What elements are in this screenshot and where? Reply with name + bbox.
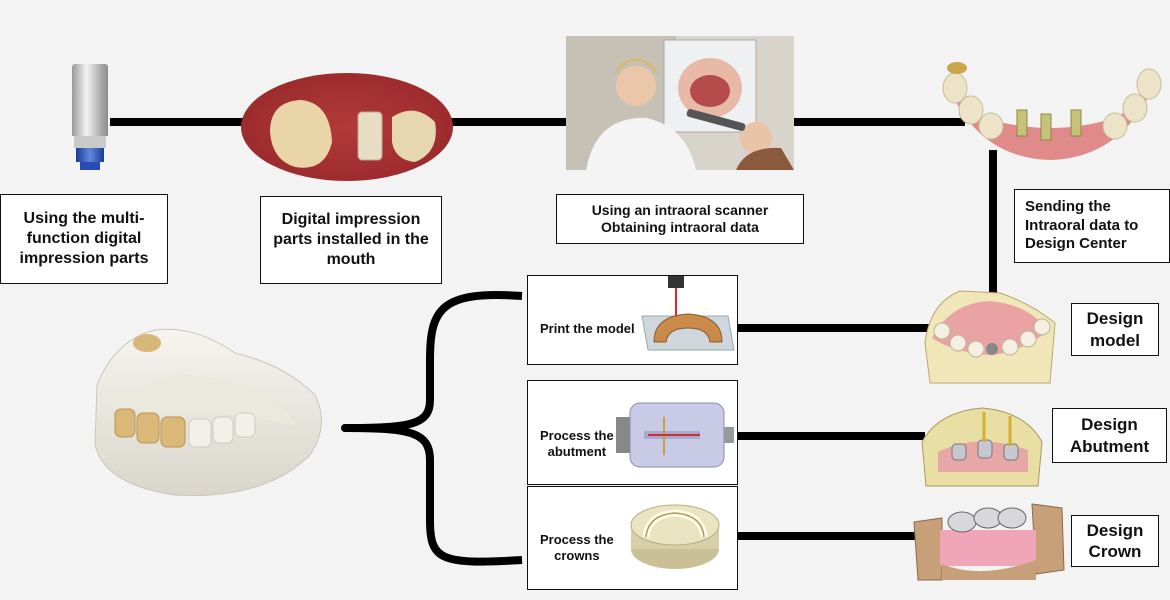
printed-model-icon (641, 276, 735, 351)
print-model-label: Print the model (540, 321, 635, 336)
process-crowns-box: Process the crowns (527, 486, 738, 590)
design-model-icon (924, 290, 1056, 384)
design-model-box: Design model (1071, 303, 1159, 356)
impression-parts-label: Using the multi-function digital impress… (19, 210, 149, 267)
installed-mouth-box: Digital impression parts installed in th… (260, 196, 442, 284)
process-crowns-label: Process the crowns (540, 532, 614, 564)
crown-disc-icon (630, 504, 720, 569)
design-crown-box: Design Crown (1071, 515, 1159, 567)
process-abutment-box: Process the abutment (527, 380, 738, 485)
dentist-scan-photo-icon (566, 36, 794, 170)
implant-arch-icon (942, 62, 1162, 160)
intraoral-scanner-label: Using an intraoral scanner Obtaining int… (591, 201, 769, 236)
mouth-photo-icon (241, 73, 453, 181)
design-abutment-box: Design Abutment (1052, 408, 1167, 463)
design-model-label: Design model (1086, 309, 1144, 350)
curly-bracket (341, 291, 523, 566)
print-model-box: Print the model (527, 275, 738, 365)
design-crown-icon (913, 503, 1065, 581)
sending-data-box: Sending the Intraoral data to Design Cen… (1014, 189, 1170, 263)
sending-data-label: Sending the Intraoral data to Design Cen… (1025, 197, 1139, 253)
design-crown-label: Design Crown (1086, 520, 1144, 561)
installed-mouth-label: Digital impression parts installed in th… (273, 211, 429, 268)
design-abutment-label: Design Abutment (1069, 415, 1150, 456)
impression-parts-box: Using the multi-function digital impress… (0, 194, 168, 284)
final-model-icon (94, 328, 322, 496)
design-abutment-icon (921, 407, 1043, 487)
process-abutment-label: Process the abutment (540, 428, 614, 460)
scan-body-icon (72, 64, 108, 170)
intraoral-scanner-box: Using an intraoral scanner Obtaining int… (556, 194, 804, 244)
milling-machine-icon (616, 402, 734, 468)
